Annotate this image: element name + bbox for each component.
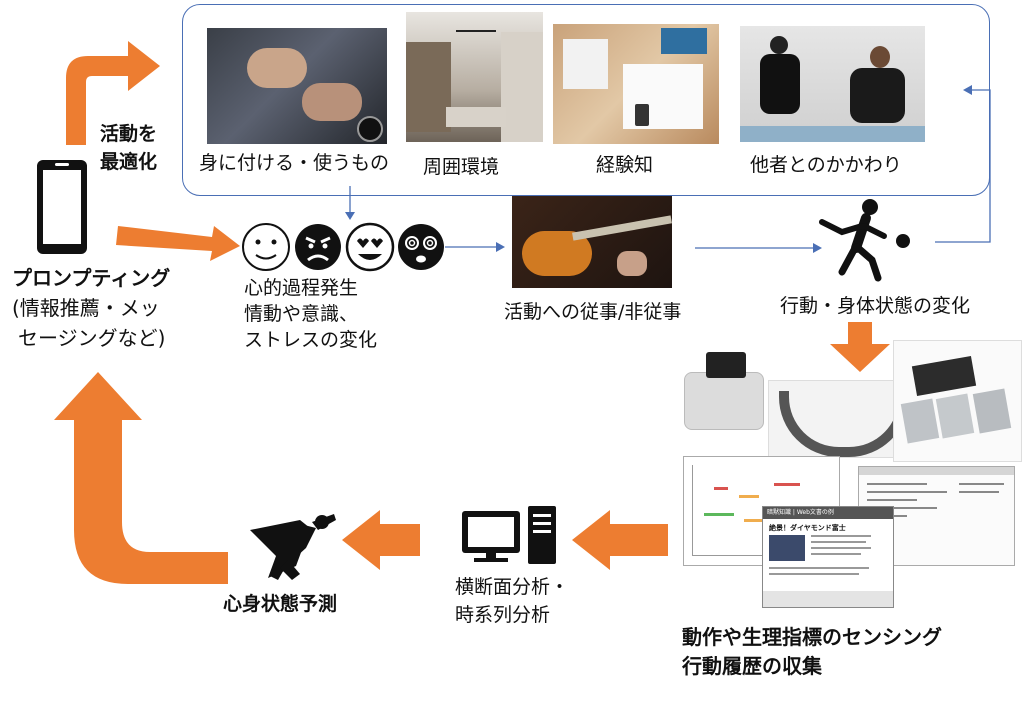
optimize-label-1: 活動を xyxy=(100,123,158,145)
angry-face-icon xyxy=(295,224,341,270)
arrow-optimize xyxy=(66,41,160,145)
photo-headband xyxy=(768,380,900,458)
dizzy-face-icon xyxy=(398,224,444,270)
neutral-face-icon xyxy=(242,223,290,271)
caption-wearables: 身に付ける・使うもの xyxy=(199,152,390,174)
photo-guitar xyxy=(512,196,672,288)
mental-line-2: 情動や意識、 xyxy=(244,303,359,325)
smartphone-icon xyxy=(37,160,87,254)
photo-sensor-box xyxy=(680,352,768,432)
connector-feedback-head xyxy=(963,85,972,95)
prompting-line-2: セージングなど) xyxy=(18,326,166,350)
optimize-label-2: 最適化 xyxy=(100,151,158,173)
engagement-label: 活動への従事/非従事 xyxy=(504,301,682,323)
arrow-prediction-to-prompt xyxy=(54,372,228,584)
arrow-analysis-to-prediction xyxy=(342,510,420,570)
mental-line-1: 心的過程発生 xyxy=(244,277,359,299)
arrow-sensing-to-analysis xyxy=(572,510,668,570)
prediction-label: 心身状態予測 xyxy=(223,593,338,615)
connector-down-head xyxy=(345,212,355,220)
superhero-icon xyxy=(250,514,336,580)
arrow-prompt-to-mind xyxy=(116,226,240,261)
prompting-title: プロンプティング xyxy=(12,266,171,290)
doc-header: 暗黙知識 | Web文書の例 xyxy=(763,507,893,519)
arrow-behavior-to-sensing xyxy=(830,322,890,372)
sensing-line-1: 動作や生理指標のセンシング xyxy=(682,625,942,649)
computer-icon xyxy=(462,506,556,564)
photo-environment xyxy=(406,12,543,142)
photo-knowledge xyxy=(553,24,719,144)
prompting-line-1: (情報推薦・メッ xyxy=(12,296,160,320)
photo-web-document: 暗黙知識 | Web文書の例 絶景！ダイヤモンド富士 xyxy=(762,506,894,608)
caption-others: 他者とのかかわり xyxy=(750,154,902,176)
connector-behavior-head xyxy=(813,243,822,253)
sensing-line-2: 行動履歴の収集 xyxy=(682,654,822,678)
photo-others xyxy=(740,26,925,142)
caption-environment: 周囲環境 xyxy=(423,156,500,178)
photo-wearables xyxy=(207,28,387,144)
photo-sensor-boards xyxy=(893,340,1022,462)
analysis-line-2: 時系列分析 xyxy=(455,604,551,626)
tennis-player-icon xyxy=(819,199,910,282)
love-face-icon xyxy=(345,222,395,272)
mental-line-3: ストレスの変化 xyxy=(244,329,378,351)
connector-feedback xyxy=(935,89,991,243)
doc-title: 絶景！ダイヤモンド富士 xyxy=(769,524,846,532)
analysis-line-1: 横断面分析・ xyxy=(455,576,570,598)
connector-guitar-head xyxy=(496,242,505,252)
behavior-label: 行動・身体状態の変化 xyxy=(780,295,971,317)
caption-knowledge: 経験知 xyxy=(596,154,654,176)
